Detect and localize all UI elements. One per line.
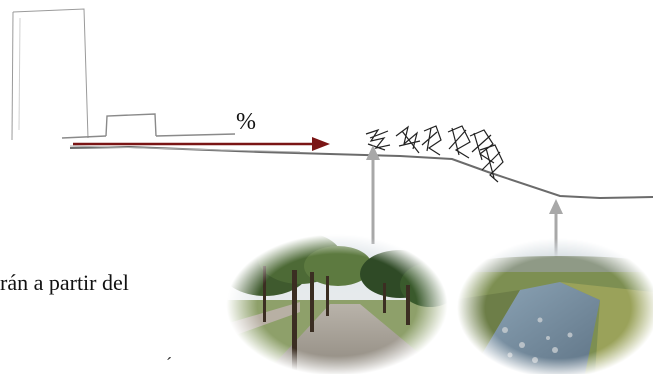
caption-text: rán a partir del — [0, 270, 129, 295]
tall-building-sketch — [11, 8, 89, 141]
slope-arrow — [73, 137, 330, 151]
low-building-sketch — [61, 113, 236, 139]
pointer-arrow-walkway — [366, 145, 380, 244]
photo-river — [450, 234, 653, 374]
tree-sketch-group — [365, 125, 504, 183]
photo-walkway — [220, 230, 460, 374]
ground-profile-line — [69, 145, 653, 200]
slope-percent-label: % — [236, 109, 256, 135]
stray-accent-mark: ´ — [166, 354, 172, 374]
